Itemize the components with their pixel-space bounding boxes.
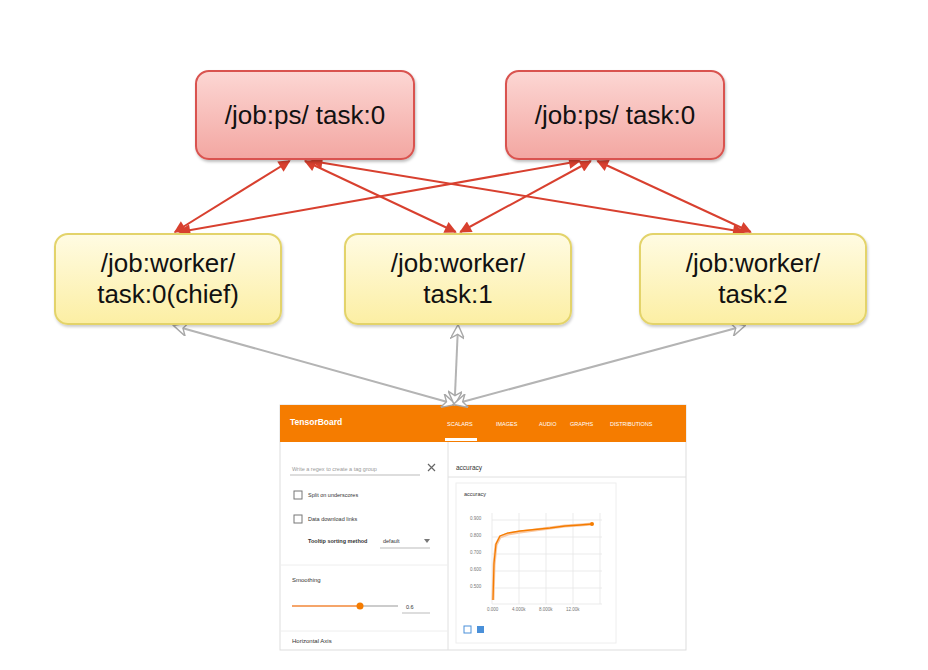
screenshot-text: 0.500	[470, 585, 481, 590]
monitor-connector	[455, 326, 458, 404]
sync-connector	[175, 161, 290, 232]
chart-curve	[493, 524, 592, 600]
monitor-connector	[455, 326, 744, 404]
slider-knob	[357, 603, 364, 610]
checkbox	[294, 491, 302, 499]
screenshot-frame	[280, 405, 686, 650]
sidebar-separator	[280, 565, 448, 566]
screenshot-text: TensorBoard	[290, 418, 342, 427]
box-label: /job:worker/ task:0(chief)	[66, 248, 270, 309]
screenshot-text: AUDIO	[539, 421, 556, 427]
screenshot-text: 0.6	[406, 604, 414, 610]
box-label: /job:ps/ task:0	[225, 100, 385, 131]
screenshot-text: 0.900	[470, 517, 481, 522]
screenshot-text: accuracy	[464, 491, 486, 497]
expand-icon	[464, 626, 471, 633]
monitor-connector	[175, 326, 455, 404]
sync-connector	[179, 161, 579, 232]
parameter-server-box: /job:ps/ task:0	[195, 70, 415, 160]
chart-grid	[492, 513, 602, 604]
screenshot-text: GRAPHS	[570, 421, 593, 427]
screenshot-text: IMAGES	[496, 421, 517, 427]
slider-track-filled	[292, 605, 360, 607]
screenshot-text: Data download links	[308, 516, 357, 522]
box-label: /job:worker/ task:1	[356, 248, 560, 309]
screenshot-text: Smoothing	[292, 577, 321, 584]
header-bar	[280, 405, 686, 442]
screenshot-text: Split on underscores	[308, 492, 358, 498]
screenshot-text: 0.000	[487, 608, 498, 613]
screenshot-text: 0.800	[470, 534, 481, 539]
screenshot-text: 0.600	[470, 568, 481, 573]
regex-input-line	[290, 475, 420, 476]
screenshot-text: default	[383, 538, 400, 544]
dropdown-line	[380, 548, 430, 549]
chart-curve-raw	[493, 524, 592, 600]
sync-connector	[460, 161, 591, 232]
worker-box: /job:worker/ task:2	[639, 233, 867, 325]
screenshot-text: 8.000k	[539, 608, 553, 613]
sidebar-divider	[448, 442, 449, 650]
worker-box: /job:worker/ task:0(chief)	[54, 233, 282, 325]
box-label: /job:ps/ task:0	[535, 100, 695, 131]
sidebar-separator	[280, 631, 448, 632]
tensorboard-panel: TensorBoard SCALARS IMAGES AUDIO GRAPHS DISTR…	[280, 405, 686, 650]
active-tab-bar	[445, 438, 477, 441]
checkbox	[294, 515, 302, 523]
dropdown-caret	[424, 539, 430, 543]
screenshot-text: 12.00k	[566, 608, 580, 613]
screenshot-text: accuracy	[456, 464, 482, 471]
chart-card	[456, 483, 616, 643]
screenshot-text: SCALARS	[447, 421, 473, 427]
screenshot-text: 4.000k	[512, 608, 526, 613]
data-icon	[477, 626, 484, 633]
slider-value-line	[402, 613, 430, 614]
parameter-server-box: /job:ps/ task:0	[505, 70, 725, 160]
section-divider	[448, 477, 686, 478]
worker-box: /job:worker/ task:1	[344, 233, 572, 325]
screenshot-text: Write a regex to create a tag group	[292, 466, 377, 472]
slider-track	[360, 605, 398, 607]
sync-connector	[597, 161, 750, 232]
chart-end-dot	[590, 522, 594, 526]
close-icon	[428, 464, 435, 471]
screenshot-text: 0.700	[470, 551, 481, 556]
screenshot-text: Tooltip sorting method	[308, 538, 367, 544]
screenshot-text: DISTRIBUTIONS	[610, 421, 652, 427]
tensorboard-screenshot	[280, 405, 686, 650]
screenshot-text: Horizontal Axis	[292, 638, 332, 645]
box-label: /job:worker/ task:2	[651, 248, 855, 309]
